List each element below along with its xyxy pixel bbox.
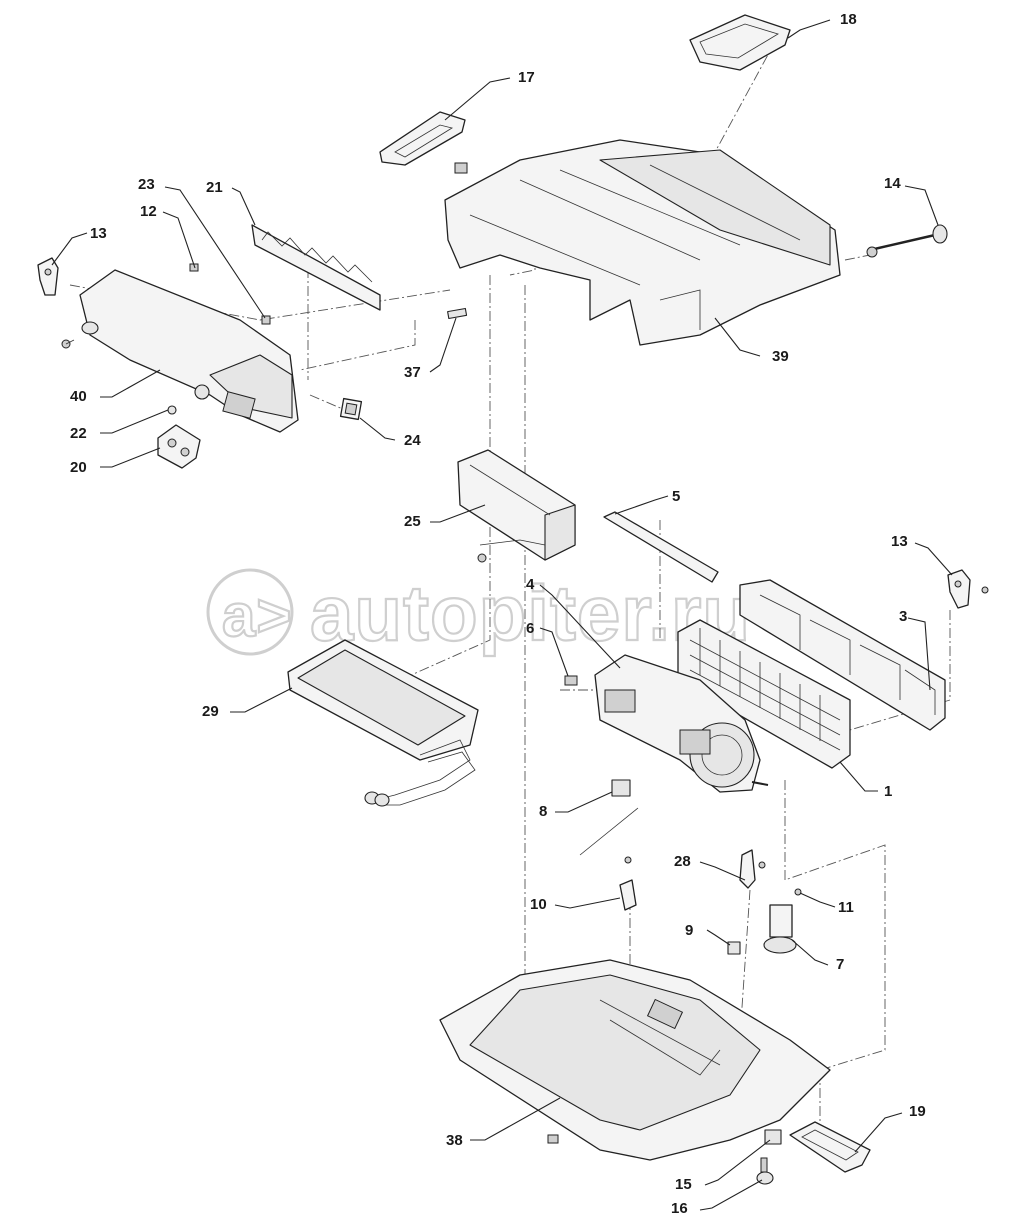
callout-13-left: 13 [90, 225, 107, 242]
part-16-bumper [756, 1157, 774, 1185]
part-21-bracket-strip [251, 224, 381, 311]
callout-8: 8 [539, 803, 547, 820]
part-5-seal-strip [603, 511, 719, 583]
callout-17: 17 [518, 69, 535, 86]
callout-39: 39 [772, 348, 789, 365]
callout-15: 15 [675, 1176, 692, 1193]
callout-23: 23 [138, 176, 155, 193]
callout-9: 9 [685, 922, 693, 939]
callout-37: 37 [404, 364, 421, 381]
part-20-plate [157, 424, 201, 469]
callout-10: 10 [530, 896, 547, 913]
callout-38: 38 [446, 1132, 463, 1149]
part-8-actuator [579, 779, 639, 856]
part-9-clip [727, 941, 741, 955]
watermark: a> autopiter.ru [206, 568, 751, 658]
part-13-right-hinge [947, 569, 989, 609]
part-3-filter-frame [739, 579, 946, 731]
part-14-screw [866, 224, 948, 258]
callout-3: 3 [899, 608, 907, 625]
part-19-gasket [789, 1121, 871, 1173]
callout-labels: 18 17 14 23 21 12 13 37 39 40 22 24 20 2… [70, 11, 926, 1217]
part-23-clip [261, 315, 271, 325]
part-18-gasket [689, 14, 791, 71]
callout-19: 19 [909, 1103, 926, 1120]
part-10-bracket [619, 856, 637, 911]
callout-4: 4 [526, 576, 535, 593]
callout-12: 12 [140, 203, 157, 220]
callout-29: 29 [202, 703, 219, 720]
screw-left-duct [61, 339, 75, 349]
callout-18: 18 [840, 11, 857, 28]
callout-16: 16 [671, 1200, 688, 1217]
callout-28: 28 [674, 853, 691, 870]
part-39-upper-housing [444, 139, 841, 346]
callout-1: 1 [884, 783, 892, 800]
part-28-lever [739, 849, 766, 889]
callout-7: 7 [836, 956, 844, 973]
part-13-left-hinge [37, 257, 59, 296]
callout-40: 40 [70, 388, 87, 405]
leader-lines [51, 19, 953, 1211]
callout-11: 11 [838, 899, 854, 916]
callout-22: 22 [70, 425, 87, 442]
callout-13-right: 13 [891, 533, 908, 550]
callout-24: 24 [404, 432, 421, 449]
part-29-heater-core [287, 639, 479, 807]
callout-5: 5 [672, 488, 680, 505]
part-11-screw [794, 888, 802, 896]
part-4-blower-housing [564, 654, 769, 793]
callout-21: 21 [206, 179, 223, 196]
part-17-duct-adapter [379, 111, 466, 166]
part-25-evaporator [457, 449, 576, 563]
callout-20: 20 [70, 459, 87, 476]
part-40-left-duct [79, 269, 299, 433]
part-24-grommet [339, 397, 363, 421]
part-7-motor [763, 904, 797, 954]
callout-25: 25 [404, 513, 421, 530]
callout-14: 14 [884, 175, 901, 192]
watermark-logo-glyph: a> [222, 582, 292, 649]
callout-6: 6 [526, 620, 534, 637]
watermark-logo-circle [206, 568, 294, 656]
part-37-pin [447, 307, 468, 320]
part-22-plug [167, 405, 177, 415]
part-38-lower-housing [439, 959, 831, 1161]
